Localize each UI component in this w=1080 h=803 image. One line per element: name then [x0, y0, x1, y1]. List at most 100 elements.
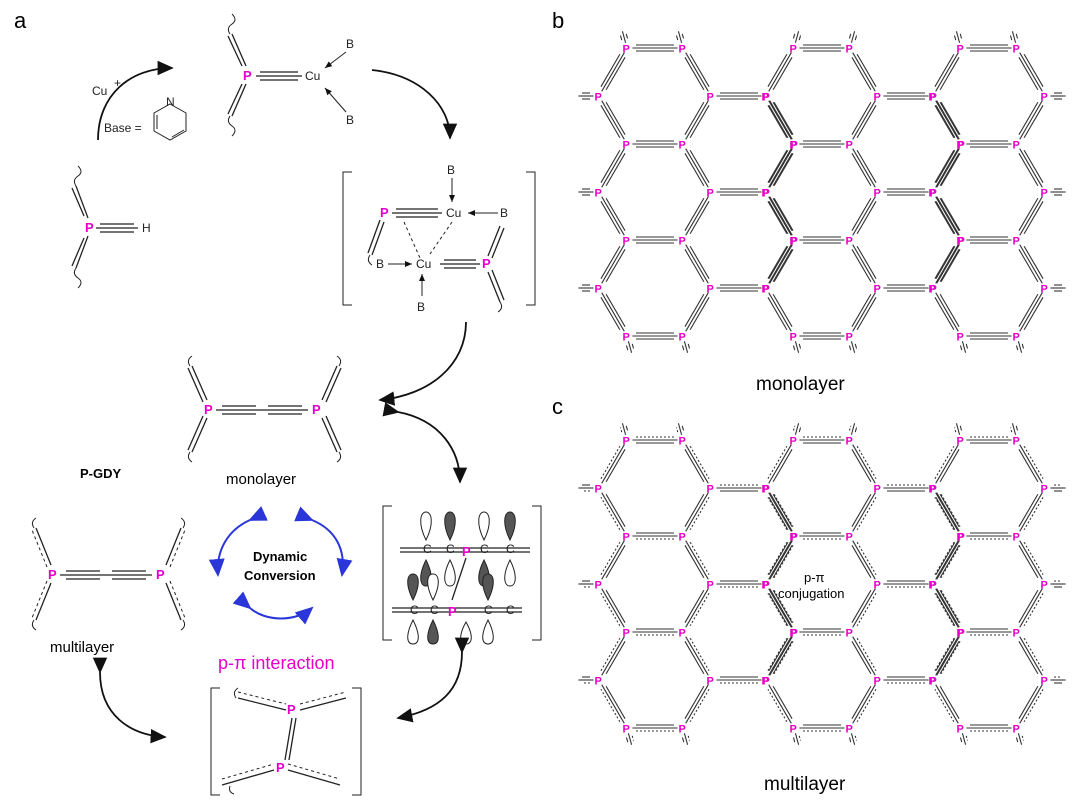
lattice-p-atom: P [679, 44, 686, 56]
lattice-p-atom: P [929, 676, 936, 688]
p-atom: P [482, 256, 491, 271]
pyridine-nitrogen: N [166, 95, 175, 109]
lattice-p-atom: P [707, 484, 714, 496]
p-atom: P [276, 760, 285, 775]
lattice-p-atom: P [790, 236, 797, 248]
lattice-p-atom: P [874, 580, 881, 592]
lattice-p-atom: P [874, 484, 881, 496]
lattice-p-atom: P [929, 284, 936, 296]
lattice-p-atom: P [679, 236, 686, 248]
lattice-p-atom: P [791, 236, 798, 248]
lattice-p-atom: P [874, 676, 881, 688]
lattice-p-atom: P [595, 676, 602, 688]
lattice-p-atom: P [1013, 332, 1020, 344]
lattice-p-atom: P [1041, 484, 1048, 496]
pyridine-structure: N [153, 95, 187, 141]
c-atom: C [506, 542, 515, 556]
lattice-p-atom: P [623, 140, 630, 152]
lattice-p-atom: P [679, 532, 686, 544]
lattice-p-atom: P [623, 436, 630, 448]
scheme-panel-a: Cu + Base = N P H P [31, 13, 542, 796]
lattice-p-atom: P [623, 236, 630, 248]
lattice-p-atom: P [595, 92, 602, 104]
p-atom: P [85, 220, 94, 235]
c-atom: C [480, 542, 489, 556]
lattice-p-atom: P [846, 332, 853, 344]
lattice-p-atom: P [929, 188, 936, 200]
lattice-p-atom: P [707, 284, 714, 296]
lattice-p-atom: P [929, 580, 936, 592]
lattice-p-atom: P [874, 92, 881, 104]
lattice-p-atom: P [763, 92, 770, 104]
lattice-p-atom: P [623, 628, 630, 640]
lattice-p-atom: P [1041, 188, 1048, 200]
lattice-p-atom: P [762, 580, 769, 592]
lattice-p-atom: P [846, 436, 853, 448]
lattice-p-atom: P [1013, 44, 1020, 56]
lattice-p-atom: P [707, 188, 714, 200]
lattice-p-atom: P [958, 140, 965, 152]
lattice-p-atom: P [1041, 580, 1048, 592]
lattice-p-atom: P [762, 484, 769, 496]
lattice-p-atom: P [930, 188, 937, 200]
p-atom: P [380, 205, 389, 220]
dynamic-conversion-cycle: Dynamic Conversion [208, 506, 353, 625]
conjugation-label-2: conjugation [778, 586, 845, 601]
interlayer-interaction-structure: P P [210, 687, 362, 796]
lattice-p-atom: P [957, 724, 964, 736]
panel-label-c: c [552, 394, 563, 419]
lattice-p-atom: P [958, 532, 965, 544]
lattice-p-atom: P [874, 188, 881, 200]
lattice-p-atom: P [930, 284, 937, 296]
c-atom: C [446, 542, 455, 556]
base-b: B [500, 206, 508, 220]
lattice-p-atom: P [846, 44, 853, 56]
lattice-p-atom: P [623, 532, 630, 544]
base-b: B [376, 257, 384, 271]
lattice-p-atom: P [846, 628, 853, 640]
p-atom: P [287, 702, 296, 717]
panel-label-a: a [14, 8, 27, 33]
lattice-p-atom: P [957, 236, 964, 248]
lattice-p-atom: P [957, 628, 964, 640]
lattice-p-atom: P [846, 532, 853, 544]
c-atom: C [506, 603, 515, 617]
dynamic-label: Dynamic [253, 549, 307, 564]
cu-atom: Cu [305, 69, 320, 83]
lattice-p-atom: P [930, 484, 937, 496]
lattice-p-atom: P [679, 628, 686, 640]
pgdy-multilayer-unit: P P [31, 517, 186, 631]
lattice-p-atom: P [679, 436, 686, 448]
lattice-p-atom: P [1013, 532, 1020, 544]
lattice-p-atom: P [762, 188, 769, 200]
multilayer-label: multilayer [50, 639, 114, 656]
lattice-p-atom: P [790, 532, 797, 544]
lattice-p-atom: P [679, 332, 686, 344]
lattice-p-atom: P [790, 140, 797, 152]
cu-ion-label: Cu [92, 84, 107, 98]
p-atom: P [156, 567, 165, 582]
lattice-p-atom: P [763, 284, 770, 296]
lattice-p-atom: P [846, 724, 853, 736]
cu-addition-arrow [97, 60, 174, 141]
lattice-p-atom: P [957, 532, 964, 544]
lattice-p-atom: P [957, 332, 964, 344]
lattice-p-atom: P [1013, 724, 1020, 736]
cu-ion-charge: + [114, 76, 121, 90]
lattice-p-atom: P [929, 484, 936, 496]
lattice-p-atom: P [762, 92, 769, 104]
lattice-p-atom: P [595, 484, 602, 496]
lattice-p-atom: P [874, 284, 881, 296]
pgdy-label: P-GDY [80, 466, 122, 481]
lattice-p-atom: P [763, 484, 770, 496]
conjugation-label-1: p-π [804, 570, 825, 585]
mono-to-orbital-arrow [382, 402, 468, 484]
copper-dimer-intermediate: P Cu B B Cu P B B [342, 163, 536, 314]
lattice-p-atom: P [790, 436, 797, 448]
lattice-p-atom: P [762, 284, 769, 296]
lattice-p-atom: P [1041, 676, 1048, 688]
p-atom: P [204, 402, 213, 417]
monolayer-caption: monolayer [756, 374, 845, 395]
